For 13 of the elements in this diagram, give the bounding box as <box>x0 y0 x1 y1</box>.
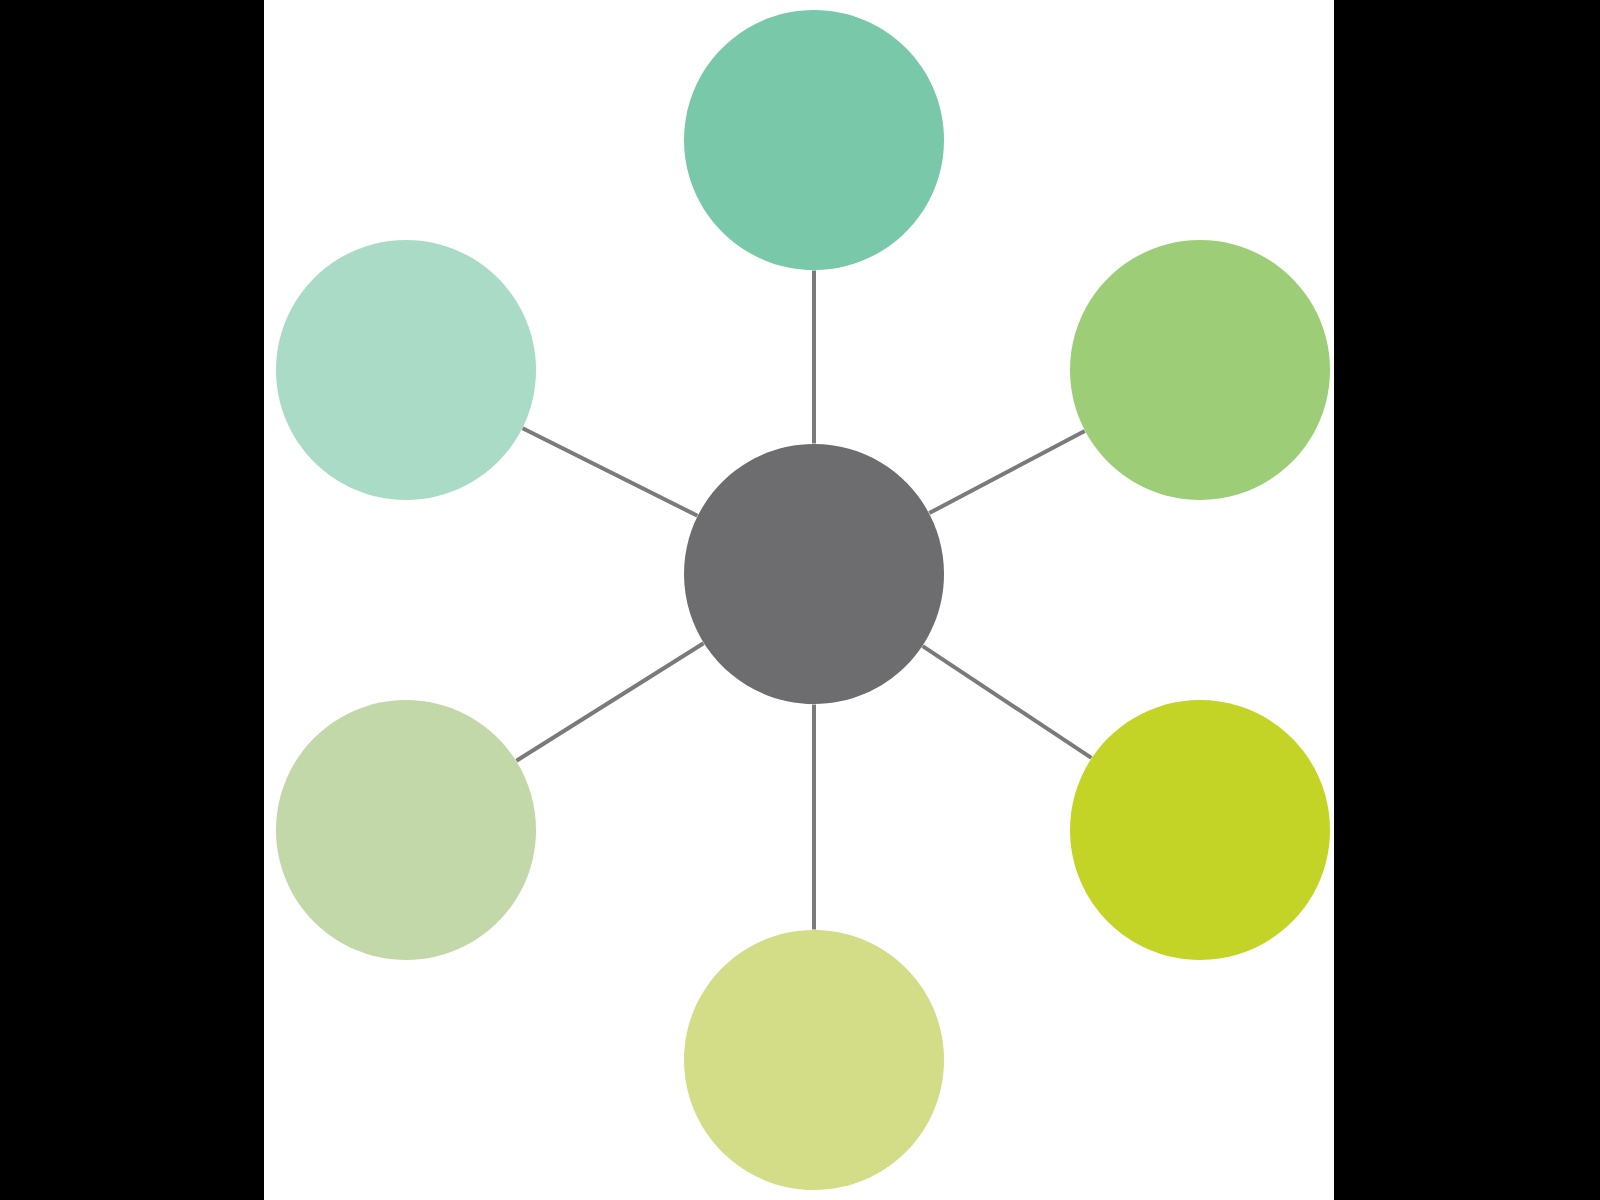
outer-circle <box>1070 700 1330 960</box>
outer-circle <box>276 700 536 960</box>
connector-line <box>928 429 1086 515</box>
outer-circle <box>276 240 536 500</box>
outer-circle <box>684 10 944 270</box>
outer-circle <box>684 930 944 1190</box>
connector-line <box>515 641 705 763</box>
connector-line <box>812 270 816 444</box>
connector-line <box>921 644 1093 760</box>
hub-circle <box>684 444 944 704</box>
outer-circle <box>1070 240 1330 500</box>
connector-line <box>812 704 816 930</box>
connector-line <box>521 426 699 518</box>
